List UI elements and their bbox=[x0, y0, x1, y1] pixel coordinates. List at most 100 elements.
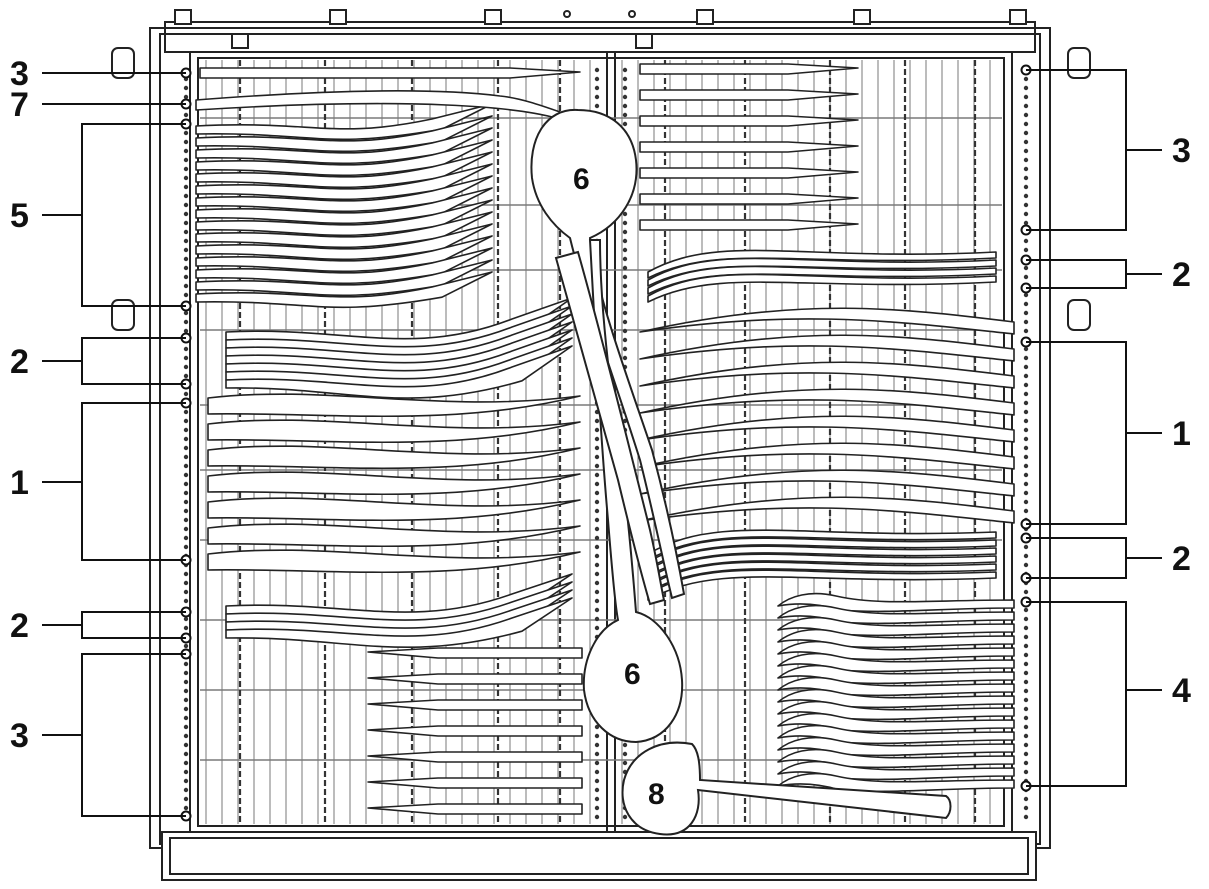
rail-dot bbox=[622, 247, 628, 253]
rail-dot bbox=[183, 697, 189, 703]
spoon bbox=[207, 419, 581, 444]
small-fork bbox=[777, 700, 1015, 721]
rail-dot bbox=[1023, 301, 1029, 307]
rail-dot bbox=[594, 508, 600, 514]
rail-dot bbox=[183, 589, 189, 595]
rail-dot bbox=[622, 346, 628, 352]
rail-dot bbox=[594, 544, 600, 550]
rail-dot bbox=[183, 220, 189, 226]
rail-dot bbox=[1023, 220, 1029, 226]
top-clip bbox=[174, 9, 192, 25]
callout-left-2-lower: 2 bbox=[10, 607, 29, 645]
rail-dot bbox=[183, 805, 189, 811]
rail-dot bbox=[1023, 760, 1029, 766]
rail-dot bbox=[594, 499, 600, 505]
rail-dot bbox=[1023, 616, 1029, 622]
rail-dot bbox=[1023, 769, 1029, 775]
rail-dot bbox=[622, 85, 628, 91]
rail-dot bbox=[183, 85, 189, 91]
rail-dot bbox=[594, 490, 600, 496]
rail-dot bbox=[183, 364, 189, 370]
small-fork bbox=[777, 676, 1015, 697]
rail-dot bbox=[622, 337, 628, 343]
rail-dot bbox=[1023, 139, 1029, 145]
right-callout-leaders bbox=[1026, 69, 1162, 787]
rail-dot bbox=[1023, 247, 1029, 253]
rail-dot bbox=[594, 418, 600, 424]
rail-dot bbox=[622, 274, 628, 280]
rail-dot bbox=[183, 571, 189, 577]
small-fork bbox=[777, 652, 1015, 673]
rail-dot bbox=[1023, 292, 1029, 298]
rail-dot bbox=[183, 787, 189, 793]
rail-dot bbox=[183, 436, 189, 442]
rail-dot bbox=[183, 184, 189, 190]
rail-dot bbox=[622, 301, 628, 307]
small-fork bbox=[777, 616, 1015, 637]
spoon bbox=[207, 497, 581, 522]
rail-dot bbox=[1023, 634, 1029, 640]
rail-dot bbox=[1023, 427, 1029, 433]
rail-dot bbox=[183, 319, 189, 325]
side-wheel bbox=[111, 299, 135, 331]
fork bbox=[647, 537, 997, 569]
knife bbox=[639, 219, 859, 231]
rail-dot bbox=[183, 463, 189, 469]
tray-frame bbox=[149, 10, 1051, 881]
rail-dot bbox=[1023, 265, 1029, 271]
rail-dot bbox=[183, 229, 189, 235]
rail-dot bbox=[1023, 103, 1029, 109]
rail-dot bbox=[183, 247, 189, 253]
rail-dot bbox=[183, 526, 189, 532]
rail-dot bbox=[594, 472, 600, 478]
rail-dot bbox=[622, 103, 628, 109]
rail-dot bbox=[1023, 796, 1029, 802]
rail-dot bbox=[594, 535, 600, 541]
rail-dot bbox=[183, 688, 189, 694]
rail-dot bbox=[1023, 157, 1029, 163]
spoon bbox=[207, 393, 581, 418]
rail-dot bbox=[1023, 805, 1029, 811]
side-wheel bbox=[111, 47, 135, 79]
rail-dot bbox=[622, 229, 628, 235]
spoon bbox=[639, 361, 1015, 389]
callout-left-7: 7 bbox=[10, 86, 29, 124]
rail-dot bbox=[183, 616, 189, 622]
rail-dot bbox=[594, 436, 600, 442]
knife bbox=[367, 751, 583, 763]
knife bbox=[367, 699, 583, 711]
spoon bbox=[639, 334, 1015, 362]
rail-dot bbox=[594, 94, 600, 100]
rail-dot bbox=[183, 274, 189, 280]
rail-dot bbox=[183, 310, 189, 316]
rail-dot bbox=[183, 580, 189, 586]
rail-dot bbox=[594, 787, 600, 793]
rail-dot bbox=[1023, 544, 1029, 550]
rail-dot bbox=[622, 760, 628, 766]
rail-dot bbox=[183, 418, 189, 424]
rail-dot bbox=[183, 445, 189, 451]
top-clip bbox=[484, 9, 502, 25]
callout-left-3-top: 3 bbox=[10, 55, 29, 93]
rail-dot bbox=[1023, 274, 1029, 280]
rail-dot bbox=[1023, 499, 1029, 505]
frame-clips bbox=[111, 9, 1091, 331]
rail-dot bbox=[1023, 391, 1029, 397]
rail-dot bbox=[622, 310, 628, 316]
label-ladle-lower: 6 bbox=[624, 658, 641, 691]
rail-dot bbox=[183, 373, 189, 379]
callout-right-2-lower: 2 bbox=[1172, 540, 1191, 578]
rail-dot bbox=[594, 733, 600, 739]
rail-dot bbox=[1023, 175, 1029, 181]
rail-dot bbox=[183, 490, 189, 496]
rail-dot bbox=[1023, 814, 1029, 820]
rail-dot bbox=[594, 625, 600, 631]
callout-left-1: 1 bbox=[10, 464, 29, 502]
fork bbox=[647, 569, 997, 601]
fork bbox=[225, 597, 573, 649]
rail-dot bbox=[183, 94, 189, 100]
callout-right-3: 3 bbox=[1172, 132, 1191, 170]
rail-dot bbox=[183, 427, 189, 433]
small-fork bbox=[777, 688, 1015, 709]
rail-dot bbox=[1023, 364, 1029, 370]
